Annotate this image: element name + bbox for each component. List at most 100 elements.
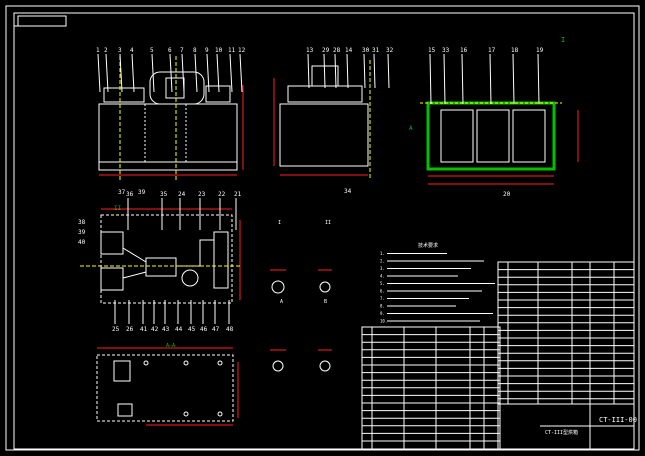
balloon-label: 2: [104, 47, 108, 54]
base-hole: [183, 360, 189, 366]
balloon-leader: [239, 53, 243, 93]
balloon-leader: [489, 53, 492, 105]
notes-title: 技术要求: [418, 242, 438, 249]
parts-table-left: [361, 326, 501, 450]
note-number: 4.: [380, 274, 385, 279]
cut-mark: A: [409, 125, 413, 132]
balloon-label: 16: [460, 47, 468, 54]
front-motor: [165, 77, 185, 99]
balloon-label: 5: [150, 47, 154, 54]
balloon-label: 40: [78, 239, 86, 246]
balloon-label: 3: [118, 47, 122, 54]
balloon-leader: [131, 53, 135, 93]
balloon-leader: [229, 53, 233, 93]
section-tray-3: [512, 109, 546, 163]
balloon-label: 44: [175, 326, 183, 333]
balloon-label: 23: [198, 191, 206, 198]
balloon-leader: [373, 53, 376, 89]
detail-circle: [271, 280, 285, 294]
section-tray-1: [440, 109, 474, 163]
front-view: [98, 56, 244, 180]
balloon-label: 34: [344, 188, 352, 195]
balloon-label: 13: [306, 47, 314, 54]
view-marker: II: [114, 205, 122, 212]
plan-inlet-box: [100, 231, 124, 255]
balloon-label: 21: [234, 191, 242, 198]
balloon-label: 20: [503, 191, 511, 198]
balloon-label: 12: [238, 47, 246, 54]
balloon-leader: [307, 53, 310, 89]
drawing-number: CT-III-00: [599, 416, 637, 424]
balloon-label: 11: [228, 47, 236, 54]
base-plan: [96, 347, 239, 426]
tech-notes: 技术要求 1.2.3.4.5.6.7.8.9.10.: [380, 242, 495, 324]
view-marker: A-A: [166, 343, 175, 349]
base-frame: [96, 354, 234, 422]
note-number: 9.: [380, 311, 385, 316]
balloon-leader: [429, 53, 432, 105]
balloon-label: 22: [218, 191, 226, 198]
side-cabinet: [279, 103, 369, 167]
balloon-leader: [387, 53, 390, 89]
section-outer-wall: [426, 101, 556, 171]
balloon-label: 17: [488, 47, 496, 54]
balloon-leader: [461, 53, 464, 105]
balloon-label: 31: [372, 47, 380, 54]
note-number: 2.: [380, 259, 385, 264]
base-bracket: [113, 360, 131, 382]
balloon-leader: [537, 53, 540, 105]
balloon-label: 15: [428, 47, 436, 54]
balloon-label: 37: [118, 189, 126, 196]
note-number: 6.: [380, 289, 385, 294]
front-inlet: [103, 87, 145, 103]
note-number: 7.: [380, 296, 385, 301]
note-number: 1.: [380, 251, 385, 256]
parts-table-right: [497, 261, 635, 405]
plan-fan-wheel: [181, 269, 199, 287]
balloon-label: 8: [193, 47, 197, 54]
side-duct: [287, 85, 363, 103]
balloon-label: 25: [112, 326, 120, 333]
balloon-leader: [97, 53, 101, 93]
balloon-leader: [346, 53, 349, 89]
balloon-leader: [323, 53, 326, 89]
balloon-leader: [119, 53, 123, 93]
balloon-label: 1: [96, 47, 100, 54]
balloon-leader: [151, 53, 155, 93]
base-hole: [217, 360, 223, 366]
base-hole: [217, 411, 223, 417]
plan-outlet: [213, 231, 229, 289]
balloon-leader: [216, 53, 220, 93]
balloon-label: 4: [130, 47, 134, 54]
detail-label: A: [280, 299, 283, 305]
title-block: CT-III-00 CT-III型烘箱: [497, 403, 637, 450]
balloon-label: 30: [362, 47, 370, 54]
detail-circle: [272, 360, 284, 372]
note-number: 3.: [380, 266, 385, 271]
balloon-leader: [334, 53, 337, 89]
balloon-label: 33: [442, 47, 450, 54]
balloon-label: 41: [140, 326, 148, 333]
balloon-leader: [363, 53, 366, 89]
balloon-label: 35: [160, 191, 168, 198]
left-table-rows: [362, 327, 500, 449]
balloon-label: 46: [200, 326, 208, 333]
detail-circle: [319, 360, 331, 372]
balloon-label: 28: [333, 47, 341, 54]
balloon-label: 48: [226, 326, 234, 333]
balloon-leader: [181, 53, 185, 93]
balloon-leader: [194, 53, 198, 93]
balloon-leader: [169, 53, 173, 93]
plan-inlet-box: [100, 267, 124, 291]
balloon-label: 42: [151, 326, 159, 333]
balloon-label: 45: [188, 326, 196, 333]
right-table-rows: [498, 262, 634, 404]
plan-view: [80, 208, 241, 304]
plan-fan: [145, 257, 177, 277]
balloon-label: 32: [386, 47, 394, 54]
balloon-leader: [512, 53, 515, 105]
outer-border: [5, 5, 640, 451]
detail-label: I: [278, 220, 281, 226]
